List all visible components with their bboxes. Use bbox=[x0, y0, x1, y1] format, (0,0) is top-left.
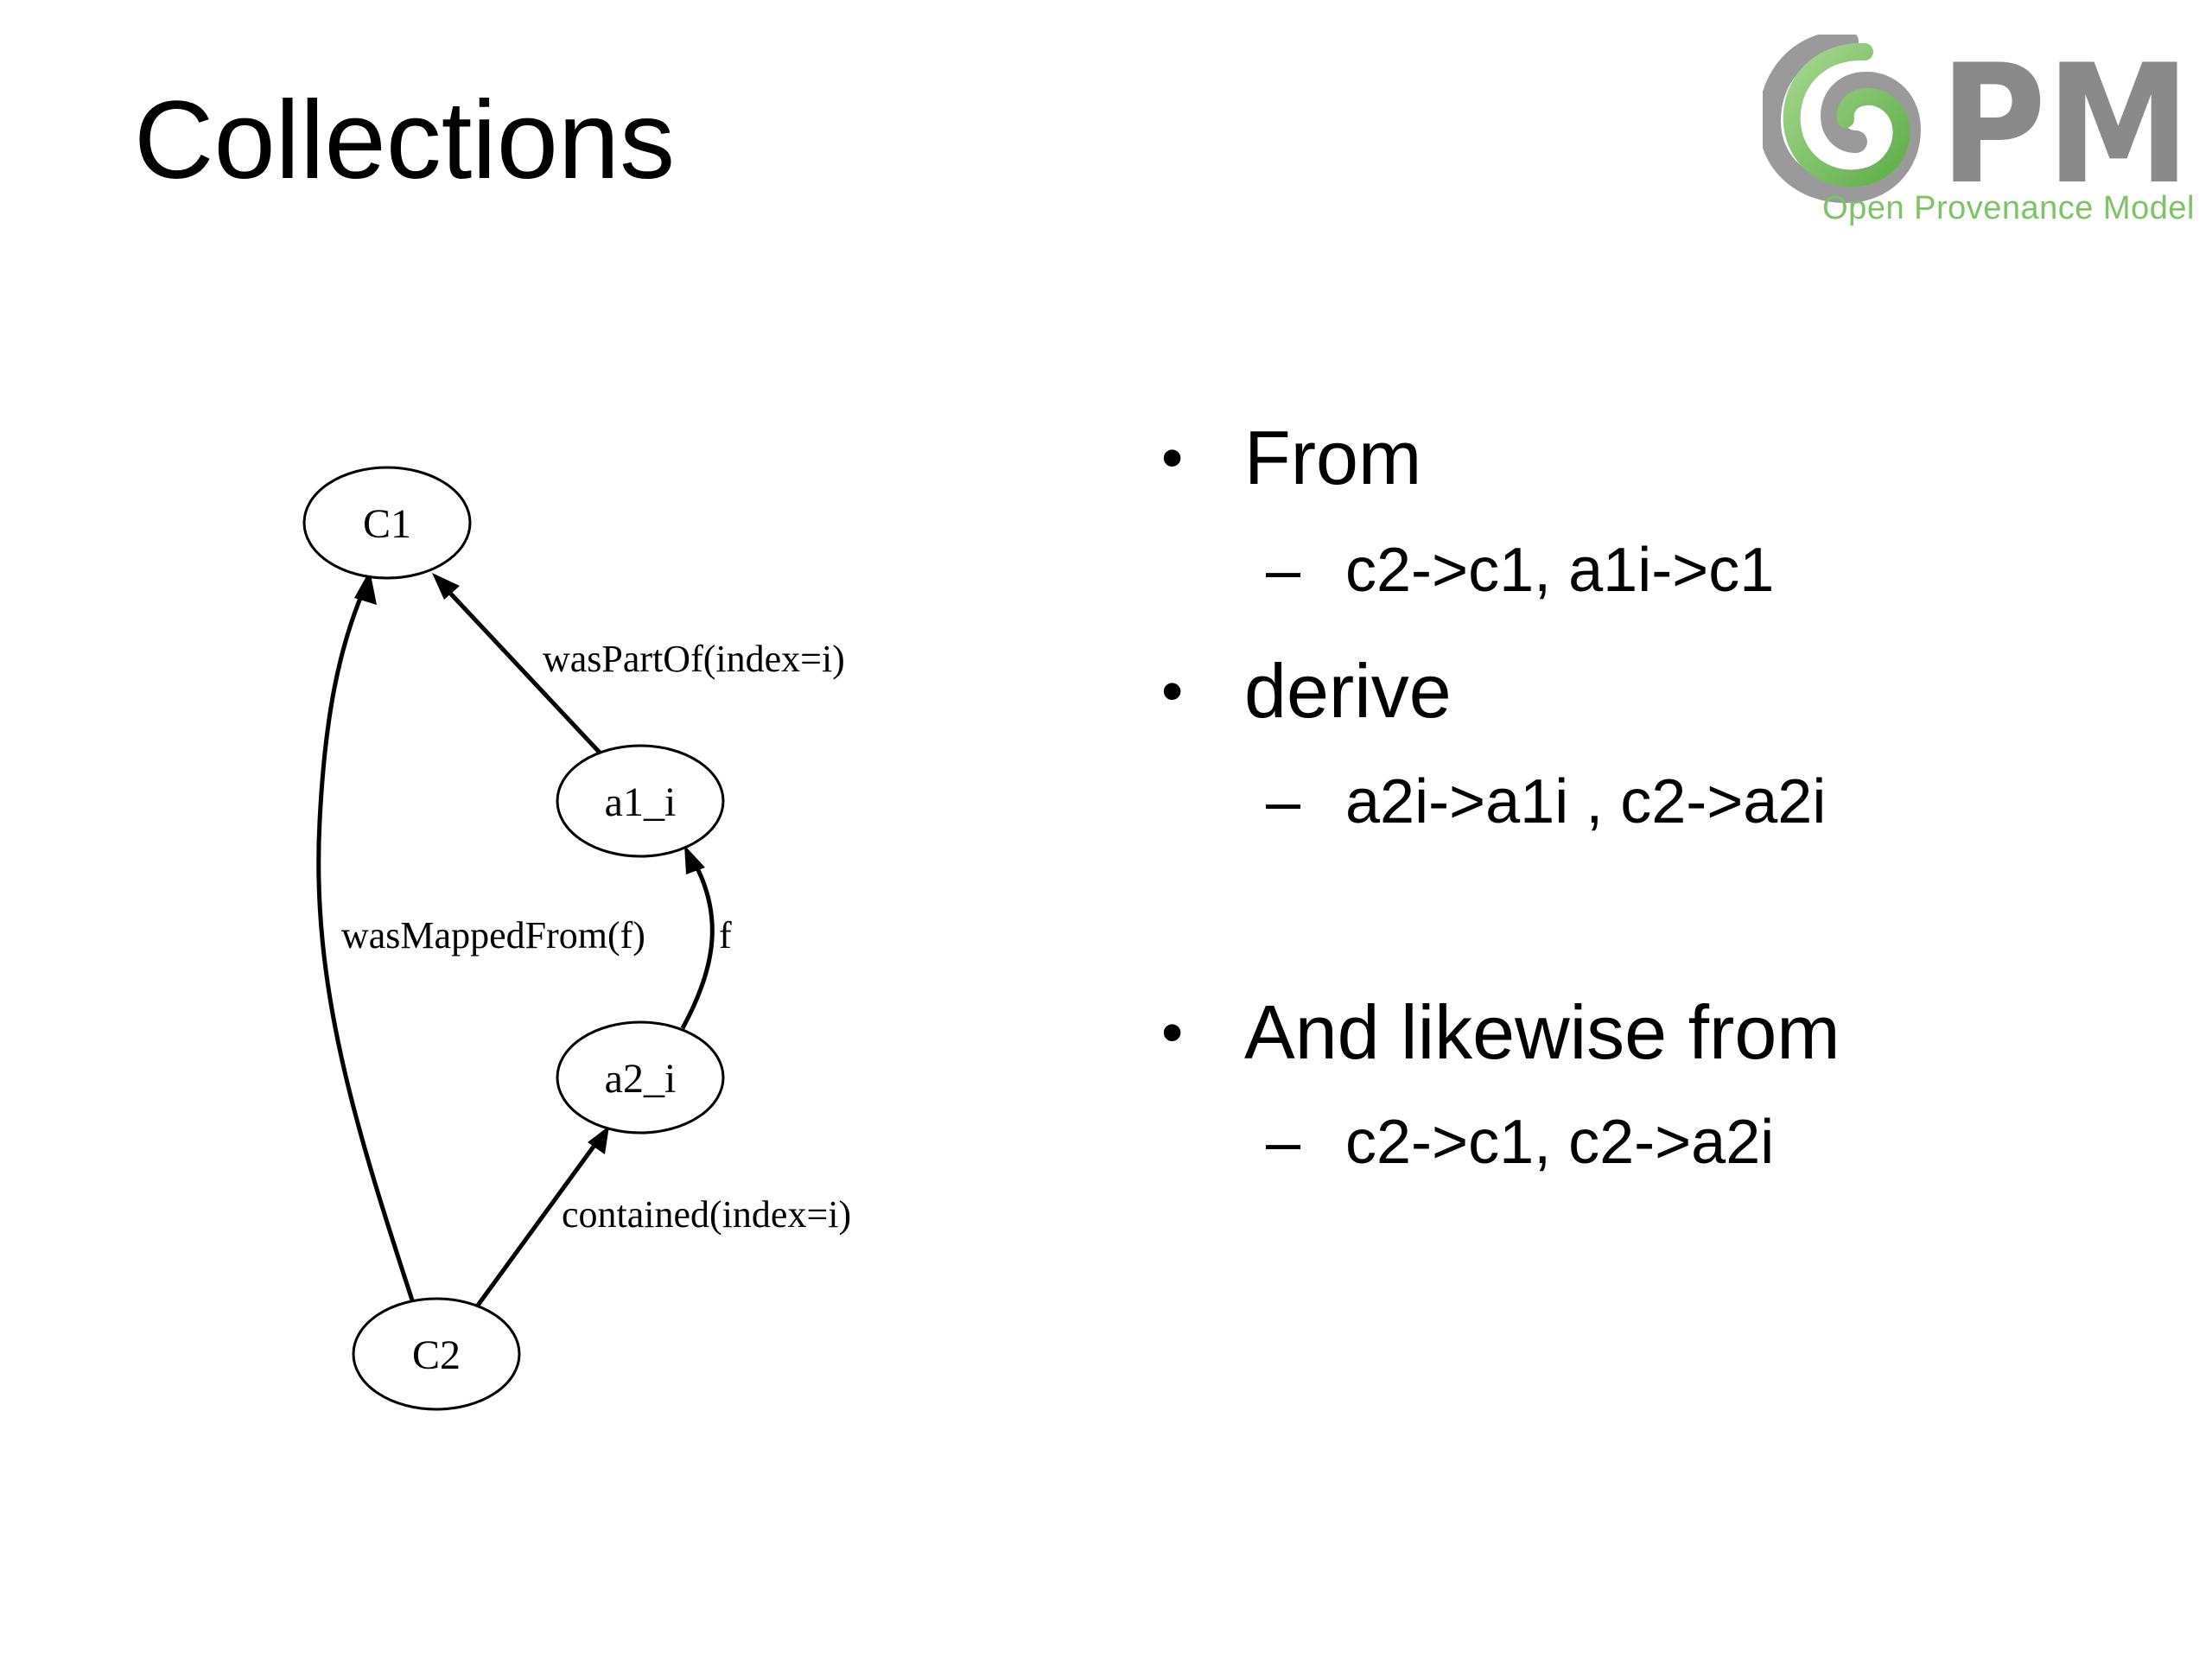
node-c2: C2 bbox=[352, 1297, 521, 1411]
edge-label-was-part-of: wasPartOf(index=i) bbox=[543, 638, 845, 680]
sub-bullet-text: c2->c1, c2->a2i bbox=[1345, 1108, 1775, 1177]
slide-title: Collections bbox=[134, 79, 676, 202]
sub-bullet-text: a2i->a1i , c2->a2i bbox=[1345, 767, 1827, 836]
edge-label-f: f bbox=[719, 914, 732, 957]
logo-tagline: Open Provenance Model bbox=[1822, 190, 2195, 226]
edge-f bbox=[680, 845, 715, 1030]
node-c1: C1 bbox=[302, 466, 472, 580]
node-c2-label: C2 bbox=[412, 1332, 461, 1378]
provenance-graph: C1 a1_i a2_i C2 wasPartOf(index=i) wasMa… bbox=[302, 466, 851, 1411]
node-a1-i: a1_i bbox=[556, 744, 725, 858]
bullet-dot: • bbox=[1161, 998, 1184, 1067]
sub-bullet-text: c2->c1, a1i->c1 bbox=[1345, 536, 1775, 605]
edge-label-contained: contained(index=i) bbox=[562, 1193, 851, 1236]
bullet-text: And likewise from bbox=[1244, 989, 1840, 1075]
bullet-dot: • bbox=[1161, 657, 1184, 726]
node-a2-i: a2_i bbox=[556, 1020, 725, 1135]
sub-bullet-dash: – bbox=[1266, 767, 1301, 836]
logo-mark-text: PM bbox=[1940, 35, 2190, 220]
bullet-text: derive bbox=[1244, 648, 1452, 734]
edge-was-mapped-from bbox=[316, 570, 417, 1309]
bullet-dot: • bbox=[1161, 423, 1184, 493]
node-c1-label: C1 bbox=[363, 501, 411, 547]
sub-bullet-dash: – bbox=[1266, 1108, 1301, 1177]
node-a1-i-label: a1_i bbox=[605, 779, 677, 825]
sub-bullet-dash: – bbox=[1266, 536, 1301, 605]
edge-label-was-mapped-from: wasMappedFrom(f) bbox=[341, 914, 645, 957]
node-a2-i-label: a2_i bbox=[605, 1056, 677, 1102]
opm-logo: PM bbox=[1763, 35, 2190, 220]
bullet-text: From bbox=[1244, 415, 1422, 500]
swirl-icon bbox=[1763, 35, 1922, 204]
edge-contained bbox=[474, 1126, 609, 1308]
edge-was-part-of bbox=[432, 573, 602, 755]
